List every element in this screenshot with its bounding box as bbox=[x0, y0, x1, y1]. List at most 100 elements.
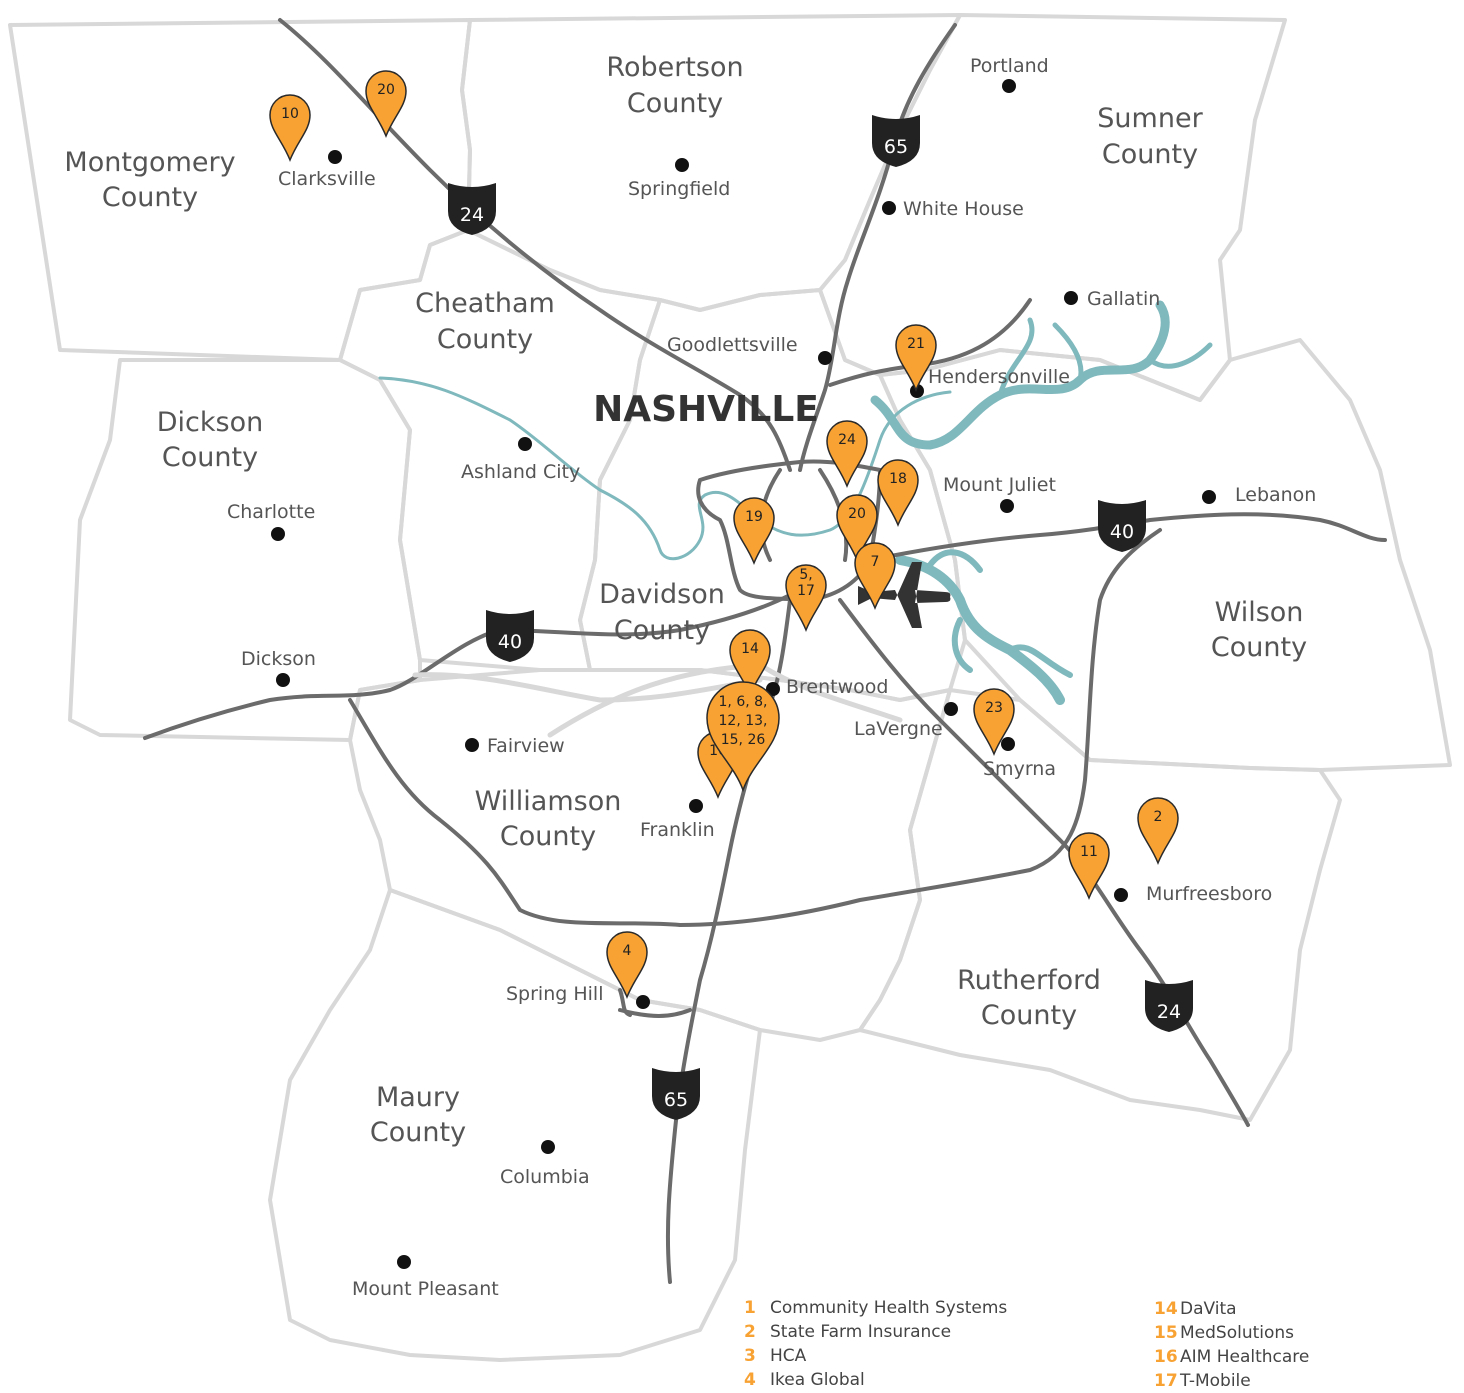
pin-label: 15, 26 bbox=[721, 732, 766, 748]
interstate-40-east bbox=[868, 512, 1387, 562]
city-dot-gallatin bbox=[1064, 291, 1078, 305]
city-dot-lavergne bbox=[944, 702, 958, 716]
pin-label: 17 bbox=[797, 583, 815, 599]
city-dot-hendersonville bbox=[910, 384, 924, 398]
city-dot-mount-pleasant bbox=[397, 1255, 411, 1269]
city-label-lavergne: LaVergne bbox=[854, 718, 943, 740]
city-dot-lebanon bbox=[1202, 490, 1216, 504]
airplane-icon bbox=[858, 562, 951, 628]
interstate-65-label: 65 bbox=[884, 136, 908, 158]
pin-label: 20 bbox=[848, 506, 866, 522]
city-label-murfreesboro: Murfreesboro bbox=[1146, 883, 1272, 905]
pin-label: 21 bbox=[907, 336, 925, 352]
pin-label: 7 bbox=[871, 554, 880, 570]
spring-hill-road bbox=[618, 988, 692, 1018]
city-dot-murfreesboro bbox=[1114, 888, 1128, 902]
percy-priest-lake-arm bbox=[927, 549, 1073, 678]
svg-text:19: 19 bbox=[745, 509, 763, 525]
city-dot-springfield bbox=[675, 158, 689, 172]
city-label-franklin: Franklin bbox=[640, 819, 715, 841]
legend-company: DaVita bbox=[1180, 1299, 1237, 1319]
legend-item: 4 Ikea Global bbox=[744, 1368, 1007, 1392]
company-pins: 10 20 21 24 18 20 19 7 bbox=[269, 70, 1179, 1000]
legend-number: 15 bbox=[1154, 1323, 1178, 1343]
interstate-65-label: 65 bbox=[664, 1089, 688, 1111]
city-label-clarksville: Clarksville bbox=[278, 168, 376, 190]
legend-number: 2 bbox=[744, 1322, 756, 1342]
city-label-fairview: Fairview bbox=[487, 735, 565, 757]
city-label-brentwood: Brentwood bbox=[786, 676, 888, 698]
location-pin-cluster: 1, 6, 8,12, 13,15, 26 bbox=[706, 681, 780, 793]
city-label-smyrna: Smyrna bbox=[983, 758, 1056, 780]
city-dot-charlotte bbox=[271, 527, 285, 541]
interstate-65-shield-south: 65 bbox=[652, 1068, 700, 1120]
pin-label: 14 bbox=[741, 641, 759, 657]
svg-text:11: 11 bbox=[1080, 844, 1098, 860]
city-label-white-house: White House bbox=[903, 198, 1024, 220]
interstate-40-shield-west: 40 bbox=[486, 610, 534, 662]
city-dot-clarksville bbox=[328, 150, 342, 164]
city-dot-columbia bbox=[541, 1140, 555, 1154]
svg-text:21: 21 bbox=[907, 336, 925, 352]
city-label-hendersonville: Hendersonville bbox=[928, 366, 1070, 388]
legend-company: AIM Healthcare bbox=[1180, 1347, 1310, 1367]
city-label-portland: Portland bbox=[970, 55, 1049, 77]
city-label-dickson: Dickson bbox=[241, 648, 316, 670]
pin-label: 12, 13, bbox=[719, 713, 768, 729]
svg-text:4: 4 bbox=[623, 943, 632, 959]
interstate-24-shield-south: 24 bbox=[1145, 980, 1193, 1032]
interstate-24-label: 24 bbox=[460, 204, 484, 226]
cities: Clarksville Springfield Portland White H… bbox=[227, 55, 1316, 1300]
svg-text:18: 18 bbox=[889, 471, 907, 487]
legend-company: HCA bbox=[770, 1346, 807, 1366]
svg-text:14: 14 bbox=[741, 641, 759, 657]
city-label-mount-pleasant: Mount Pleasant bbox=[352, 1278, 499, 1300]
legend-company: T-Mobile bbox=[1180, 1371, 1251, 1391]
city-label-springfield: Springfield bbox=[628, 178, 730, 200]
pin-label: 18 bbox=[889, 471, 907, 487]
city-dot-franklin bbox=[689, 799, 703, 813]
city-dot-fairview bbox=[465, 738, 479, 752]
pin-label: 11 bbox=[1080, 844, 1098, 860]
legend-number: 3 bbox=[744, 1346, 756, 1366]
interstate-40-shield-east: 40 bbox=[1098, 500, 1146, 552]
city-dot-ashland-city bbox=[518, 437, 532, 451]
svg-text:10: 10 bbox=[281, 106, 299, 122]
legend-company: Ikea Global bbox=[770, 1370, 865, 1390]
wilson-county-border bbox=[878, 338, 1452, 772]
legend-number: 4 bbox=[744, 1370, 756, 1390]
svg-text:24: 24 bbox=[838, 432, 856, 448]
legend-company: MedSolutions bbox=[1180, 1323, 1295, 1343]
city-dot-dickson bbox=[276, 673, 290, 687]
waterways bbox=[378, 300, 1213, 705]
legend-number: 16 bbox=[1154, 1347, 1178, 1367]
legend-number: 14 bbox=[1154, 1299, 1178, 1319]
city-dot-brentwood bbox=[766, 682, 780, 696]
svg-text:1, 6, 8,12, 13,15, 26: 1, 6, 8,12, 13,15, 26 bbox=[719, 694, 768, 748]
city-label-columbia: Columbia bbox=[500, 1166, 590, 1188]
svg-text:2: 2 bbox=[1154, 809, 1163, 825]
city-label-ashland-city: Ashland City bbox=[461, 461, 580, 483]
legend-number: 1 bbox=[744, 1298, 756, 1318]
city-label-charlotte: Charlotte bbox=[227, 501, 315, 523]
legend-item: 3 HCA bbox=[744, 1344, 1007, 1368]
legend-item: 2 State Farm Insurance bbox=[744, 1320, 1007, 1344]
legend-company: State Farm Insurance bbox=[770, 1322, 952, 1342]
location-pin: 11 bbox=[1068, 832, 1110, 901]
city-dot-portland bbox=[1002, 79, 1016, 93]
interstate-40-west bbox=[143, 593, 792, 740]
